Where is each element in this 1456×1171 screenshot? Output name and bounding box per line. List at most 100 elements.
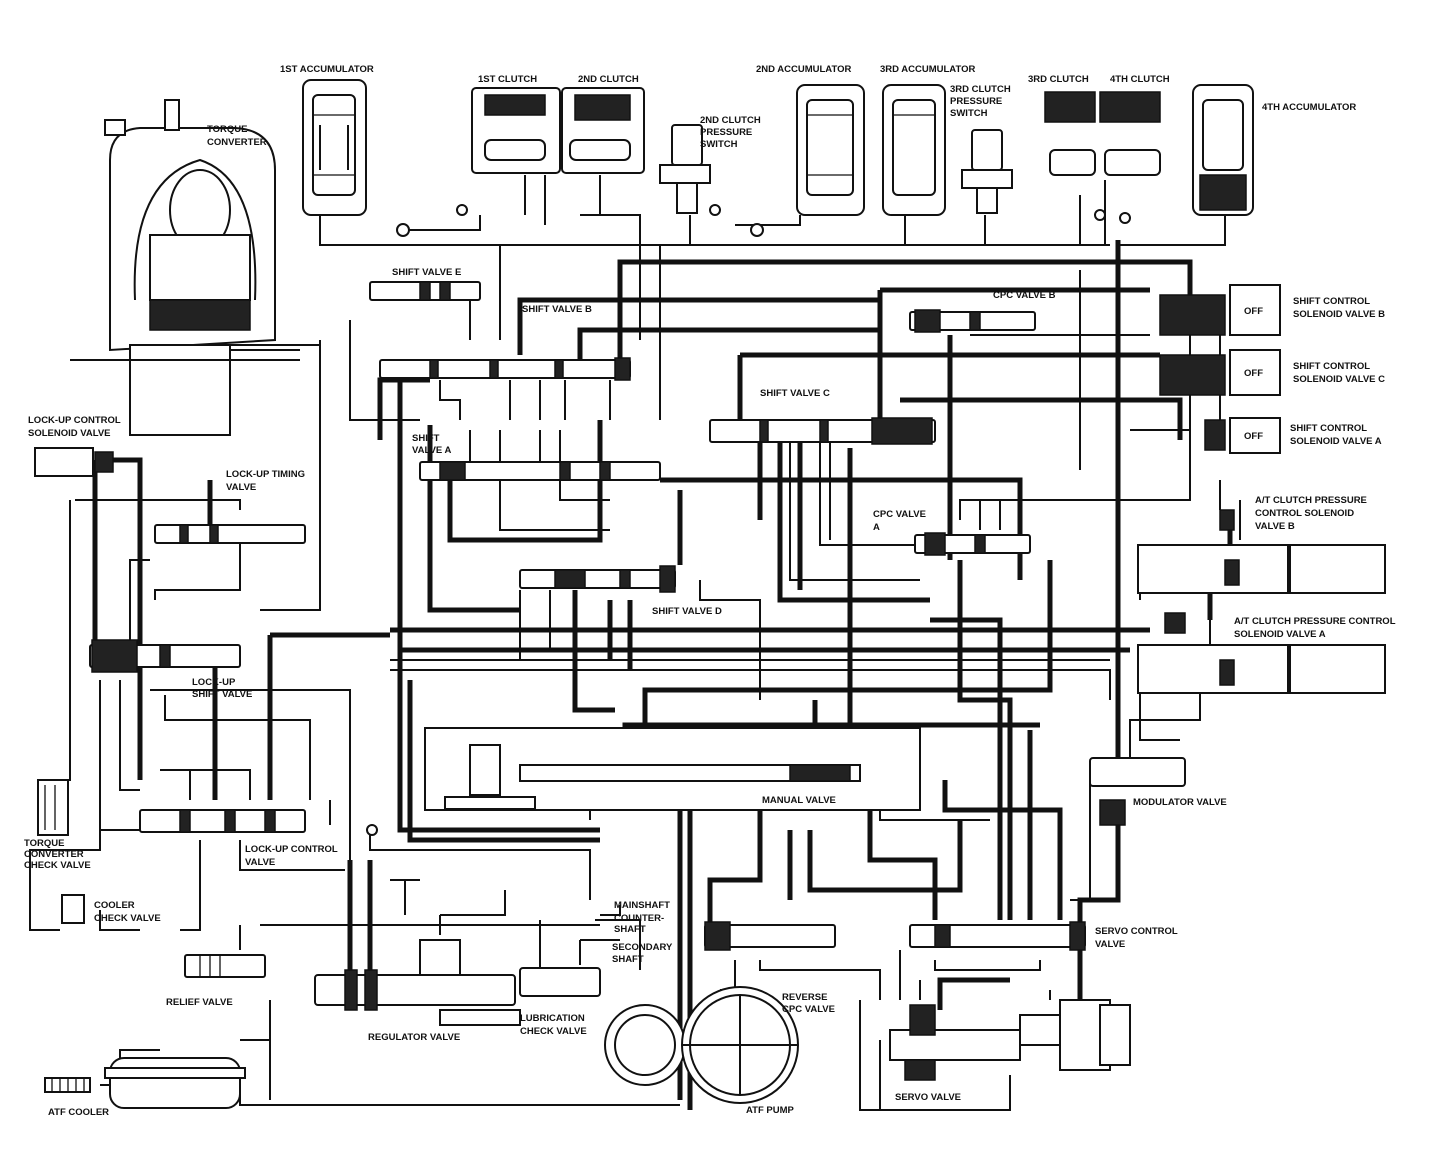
shift-valve-e-body: [369, 281, 481, 301]
label-relief-valve: RELIEF VALVE: [166, 997, 233, 1008]
label-off-scs-b: OFF: [1244, 306, 1263, 317]
label-lubrication-check-2: CHECK VALVE: [520, 1026, 587, 1037]
label-cooler-check-1: COOLER: [94, 900, 135, 911]
component-labels: 1ST ACCUMULATOR 1ST CLUTCH 2ND CLUTCH 2N…: [24, 64, 1396, 1118]
label-secondary-shaft-1: SECONDARY: [612, 942, 673, 953]
atf-pump-body: [604, 986, 799, 1104]
label-shift-valve-d: SHIFT VALVE D: [652, 606, 722, 617]
label-lockup-shift-2: SHIFT VALVE: [192, 689, 252, 700]
cooler-check-valve-body: [61, 894, 85, 924]
label-servo-control-2: VALVE: [1095, 939, 1125, 950]
first-clutch: [471, 87, 561, 174]
label-atpcs-b-2: CONTROL SOLENOID: [1255, 508, 1354, 519]
label-countershaft-2: SHAFT: [614, 924, 646, 935]
label-atpcs-b-3: VALVE B: [1255, 521, 1295, 532]
label-tc-check-1: TORQUE: [24, 838, 64, 849]
label-lockup-timing-1: LOCK-UP TIMING: [226, 469, 305, 480]
second-clutch-pressure-switch: [659, 124, 711, 214]
shift-valve-b-body: [379, 357, 631, 381]
label-lockup-control-1: LOCK-UP CONTROL: [245, 844, 338, 855]
thick-hydraulic-lines: [92, 240, 1233, 1110]
lubrication-check-valve-body: [519, 967, 601, 997]
label-modulator-valve: MODULATOR VALVE: [1133, 797, 1227, 808]
label-lockup-control-2: VALVE: [245, 857, 275, 868]
label-manual-valve: MANUAL VALVE: [762, 795, 836, 806]
label-2nd-clutch-ps-1: 2ND CLUTCH: [700, 115, 761, 126]
label-atpcs-a-1: A/T CLUTCH PRESSURE CONTROL: [1234, 616, 1396, 627]
label-fourth-clutch: 4TH CLUTCH: [1110, 74, 1170, 85]
label-scs-a-1: SHIFT CONTROL: [1290, 423, 1367, 434]
label-countershaft-1: COUNTER-: [614, 913, 664, 924]
label-torque-converter-1: TORQUE: [207, 124, 247, 135]
label-secondary-shaft-2: SHAFT: [612, 954, 644, 965]
label-lockup-shift-1: LOCK-UP: [192, 677, 236, 688]
label-cpc-valve-a-1: CPC VALVE: [873, 509, 926, 520]
lockup-control-solenoid: [34, 447, 114, 477]
label-shift-valve-a-1: SHIFT: [412, 433, 440, 444]
cpc-valve-b-body: [909, 309, 1036, 333]
third-clutch: [1044, 91, 1096, 176]
label-third-clutch: 3RD CLUTCH: [1028, 74, 1089, 85]
second-accumulator: [796, 84, 865, 216]
label-tc-check-3: CHECK VALVE: [24, 860, 91, 871]
label-lubrication-check-1: LUBRICATION: [520, 1013, 585, 1024]
shift-control-solenoid-c: [1159, 349, 1281, 396]
modulator-valve-body: [1089, 757, 1186, 826]
label-scs-c-1: SHIFT CONTROL: [1293, 361, 1370, 372]
at-clutch-pcs-a: [1137, 612, 1386, 694]
atf-tank: [104, 1057, 246, 1109]
second-clutch: [561, 87, 645, 174]
label-second-clutch: 2ND CLUTCH: [578, 74, 639, 85]
servo-valve-body: [889, 999, 1131, 1081]
label-atpcs-a-2: SOLENOID VALVE A: [1234, 629, 1326, 640]
label-regulator-valve: REGULATOR VALVE: [368, 1032, 460, 1043]
shift-control-solenoid-a: [1204, 417, 1281, 454]
orifices: [366, 204, 1131, 836]
first-accumulator: [302, 79, 367, 216]
label-fourth-accumulator: 4TH ACCUMULATOR: [1262, 102, 1356, 113]
label-2nd-clutch-ps-3: SWITCH: [700, 139, 738, 150]
torque-converter: [70, 99, 320, 436]
label-scs-c-2: SOLENOID VALVE C: [1293, 374, 1385, 385]
label-cooler-check-2: CHECK VALVE: [94, 913, 161, 924]
shift-valve-d-body: [519, 565, 676, 593]
shift-valve-c-body: [709, 417, 936, 445]
shift-control-solenoid-b: [1159, 284, 1281, 336]
label-cpc-valve-a-2: A: [873, 522, 880, 533]
regulator-valve-body: [314, 939, 521, 1026]
at-clutch-pcs-b: [1137, 509, 1386, 594]
fourth-accumulator: [1192, 84, 1254, 216]
fourth-clutch: [1099, 91, 1161, 176]
label-3rd-clutch-ps-2: PRESSURE: [950, 96, 1002, 107]
label-tc-check-2: CONVERTER: [24, 849, 84, 860]
manual-valve-body: [424, 727, 921, 811]
label-servo-control-1: SERVO CONTROL: [1095, 926, 1178, 937]
label-atf-cooler: ATF COOLER: [48, 1107, 109, 1118]
label-shift-valve-e: SHIFT VALVE E: [392, 267, 461, 278]
lockup-shift-valve-body: [89, 639, 241, 673]
servo-control-valve-body: [909, 921, 1086, 951]
label-cpc-valve-b: CPC VALVE B: [993, 290, 1056, 301]
torque-converter-check-valve: [37, 779, 69, 836]
label-atpcs-b-1: A/T CLUTCH PRESSURE: [1255, 495, 1367, 506]
label-scs-b-1: SHIFT CONTROL: [1293, 296, 1370, 307]
label-third-accumulator: 3RD ACCUMULATOR: [880, 64, 975, 75]
atf-cooler-body: [44, 1077, 91, 1093]
lockup-timing-valve-body: [154, 524, 306, 544]
label-2nd-clutch-ps-2: PRESSURE: [700, 127, 752, 138]
label-shift-valve-a-2: VALVE A: [412, 445, 452, 456]
label-3rd-clutch-ps-3: SWITCH: [950, 108, 988, 119]
reverse-cpc-valve-body: [704, 921, 836, 951]
label-3rd-clutch-ps-1: 3RD CLUTCH: [950, 84, 1011, 95]
label-off-scs-a: OFF: [1244, 431, 1263, 442]
label-lockup-timing-2: VALVE: [226, 482, 256, 493]
label-atf-pump: ATF PUMP: [746, 1105, 795, 1116]
label-first-accumulator: 1ST ACCUMULATOR: [280, 64, 374, 75]
label-shift-valve-b: SHIFT VALVE B: [522, 304, 592, 315]
label-reverse-cpc-1: REVERSE: [782, 992, 827, 1003]
shift-valve-a-body: [419, 461, 661, 481]
third-accumulator: [882, 84, 946, 216]
label-servo-valve: SERVO VALVE: [895, 1092, 961, 1103]
relief-valve-body: [184, 954, 266, 978]
